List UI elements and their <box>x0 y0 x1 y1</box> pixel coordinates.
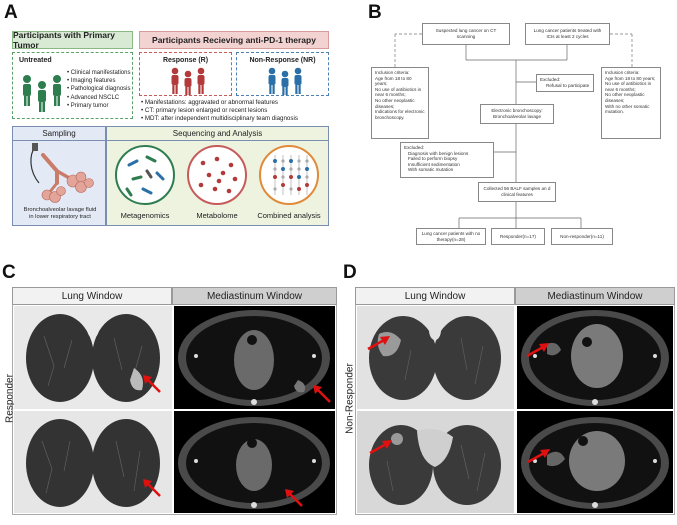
arrow-c-lung-bottom <box>143 479 161 497</box>
sampling-section: Sampling Bronchoalveolar lavage fluid in… <box>12 126 106 226</box>
group-nonresponder-box: Non-responder(n=11) <box>551 228 613 245</box>
sampling-title: Sampling <box>13 129 105 141</box>
flowchart-connectors <box>394 33 633 228</box>
ct-c-mediastinum-bottom <box>174 411 335 513</box>
arrow-d-lung-top <box>367 336 390 351</box>
list-item: • Advanced NSCLC <box>67 94 120 101</box>
excluded-refusal-box: Excluded: Refusal to participate <box>536 74 594 92</box>
bronchoscope-lung-icon <box>30 143 94 203</box>
treated-patients-box: Lung cancer patients treated with ICIs a… <box>525 23 610 45</box>
arrow-d-mediastinum-bottom <box>527 449 550 464</box>
inclusion-criteria-right: Inclusion criteria: Age from 18 to 80 ye… <box>601 67 661 139</box>
arrow-c-mediastinum-bottom <box>285 489 303 507</box>
list-item: • MDT: after independent multidisciplina… <box>141 114 298 122</box>
group-responder-box: Responder(n=17) <box>491 228 545 245</box>
arrow-c-mediastinum-top <box>313 385 331 403</box>
nonresponse-title: Non-Response (NR) <box>249 57 316 64</box>
arrow-d-lung-bottom <box>369 440 392 455</box>
panel-c-lung-window-header: Lung Window <box>12 287 172 305</box>
header-primary-tumor: Participants with Primary Tumor <box>12 30 133 50</box>
response-title: Response (R) <box>162 57 209 64</box>
sequencing-section: Sequencing and Analysis Metagenomics <box>106 126 329 226</box>
group-untreated-box: Lung cancer patients with no therapy(n=2… <box>416 228 486 245</box>
metabolites-icon <box>198 156 238 194</box>
list-item: • Primary tumor <box>67 102 109 109</box>
panel-c-mediastinum-window-header: Mediastinum Window <box>172 287 337 305</box>
panel-letter-d: D <box>343 262 357 283</box>
ct-c-lung-top <box>14 306 172 409</box>
collected-samples-box: Collected 56 BALF samples an d clinical … <box>478 182 556 202</box>
metagenomics-circle <box>115 145 175 205</box>
suspected-lung-cancer-box: Suspected lung cancer on CT scanning <box>422 23 510 45</box>
list-item: • Manifestations: aggravated or abnormal… <box>141 99 278 106</box>
combined-grid-icon <box>273 155 309 195</box>
response-people-icon <box>171 67 205 95</box>
sampling-label: Bronchoalveolar lavage fluid in lower re… <box>23 207 97 220</box>
nonresponse-box: Non-Response (NR) <box>236 52 329 96</box>
list-item: • CT: primary lesion enlarged or recent … <box>141 106 268 114</box>
method-metagenomics: Metagenomics <box>120 211 170 220</box>
header-anti-pd1: Participants Recieving anti-PD-1 therapy <box>139 31 329 49</box>
sequencing-title: Sequencing and Analysis <box>107 129 328 141</box>
panel-letter-b: B <box>368 2 382 23</box>
bacteria-icon <box>125 155 165 197</box>
untreated-title: Untreated <box>19 57 52 64</box>
criteria-notes: • Manifestations: aggravated or abnormal… <box>141 99 298 122</box>
ct-d-mediastinum-bottom <box>517 411 673 513</box>
excluded-criteria-box: Excluded: Diagnosis with benign lesions … <box>400 142 494 178</box>
arrow-d-mediastinum-top <box>526 343 549 358</box>
panel-d-mediastinum-window-header: Mediastinum Window <box>515 287 675 305</box>
combined-circle <box>259 145 319 205</box>
ct-c-lung-bottom <box>14 411 172 513</box>
list-item: • Imaging features <box>67 78 116 85</box>
method-metabolome: Metabolome <box>196 211 238 220</box>
nonresponse-people-icon <box>268 67 302 95</box>
arrow-c-lung-top <box>143 375 161 393</box>
response-box: Response (R) <box>139 52 232 96</box>
inclusion-criteria-left: Inclusion criteria: Age from 18 to 80 ye… <box>371 67 429 139</box>
untreated-people-icon <box>23 75 61 112</box>
panel-d-lung-window-header: Lung Window <box>355 287 515 305</box>
panel-letter-c: C <box>2 262 16 283</box>
method-combined-analysis: Combined analysis <box>257 211 321 220</box>
panel-letter-a: A <box>4 2 18 23</box>
metabolome-circle <box>187 145 247 205</box>
ct-d-lung-bottom <box>357 411 514 513</box>
list-item: • Pathological diagnosis <box>67 86 131 93</box>
untreated-features-list: • Clinical manifestations • Imaging feat… <box>67 69 131 110</box>
ct-d-lung-top <box>357 306 514 409</box>
panel-d-row-label: Non-Responder <box>344 363 356 434</box>
bronchoscopy-box: Electronic bronchoscopy: Bronchoalveolar… <box>480 104 554 124</box>
ct-c-mediastinum-top <box>174 306 335 409</box>
ct-d-mediastinum-top <box>517 306 673 409</box>
untreated-box: Untreated • Clinical manifestations • Im… <box>12 52 133 119</box>
list-item: • Clinical manifestations <box>67 70 131 76</box>
